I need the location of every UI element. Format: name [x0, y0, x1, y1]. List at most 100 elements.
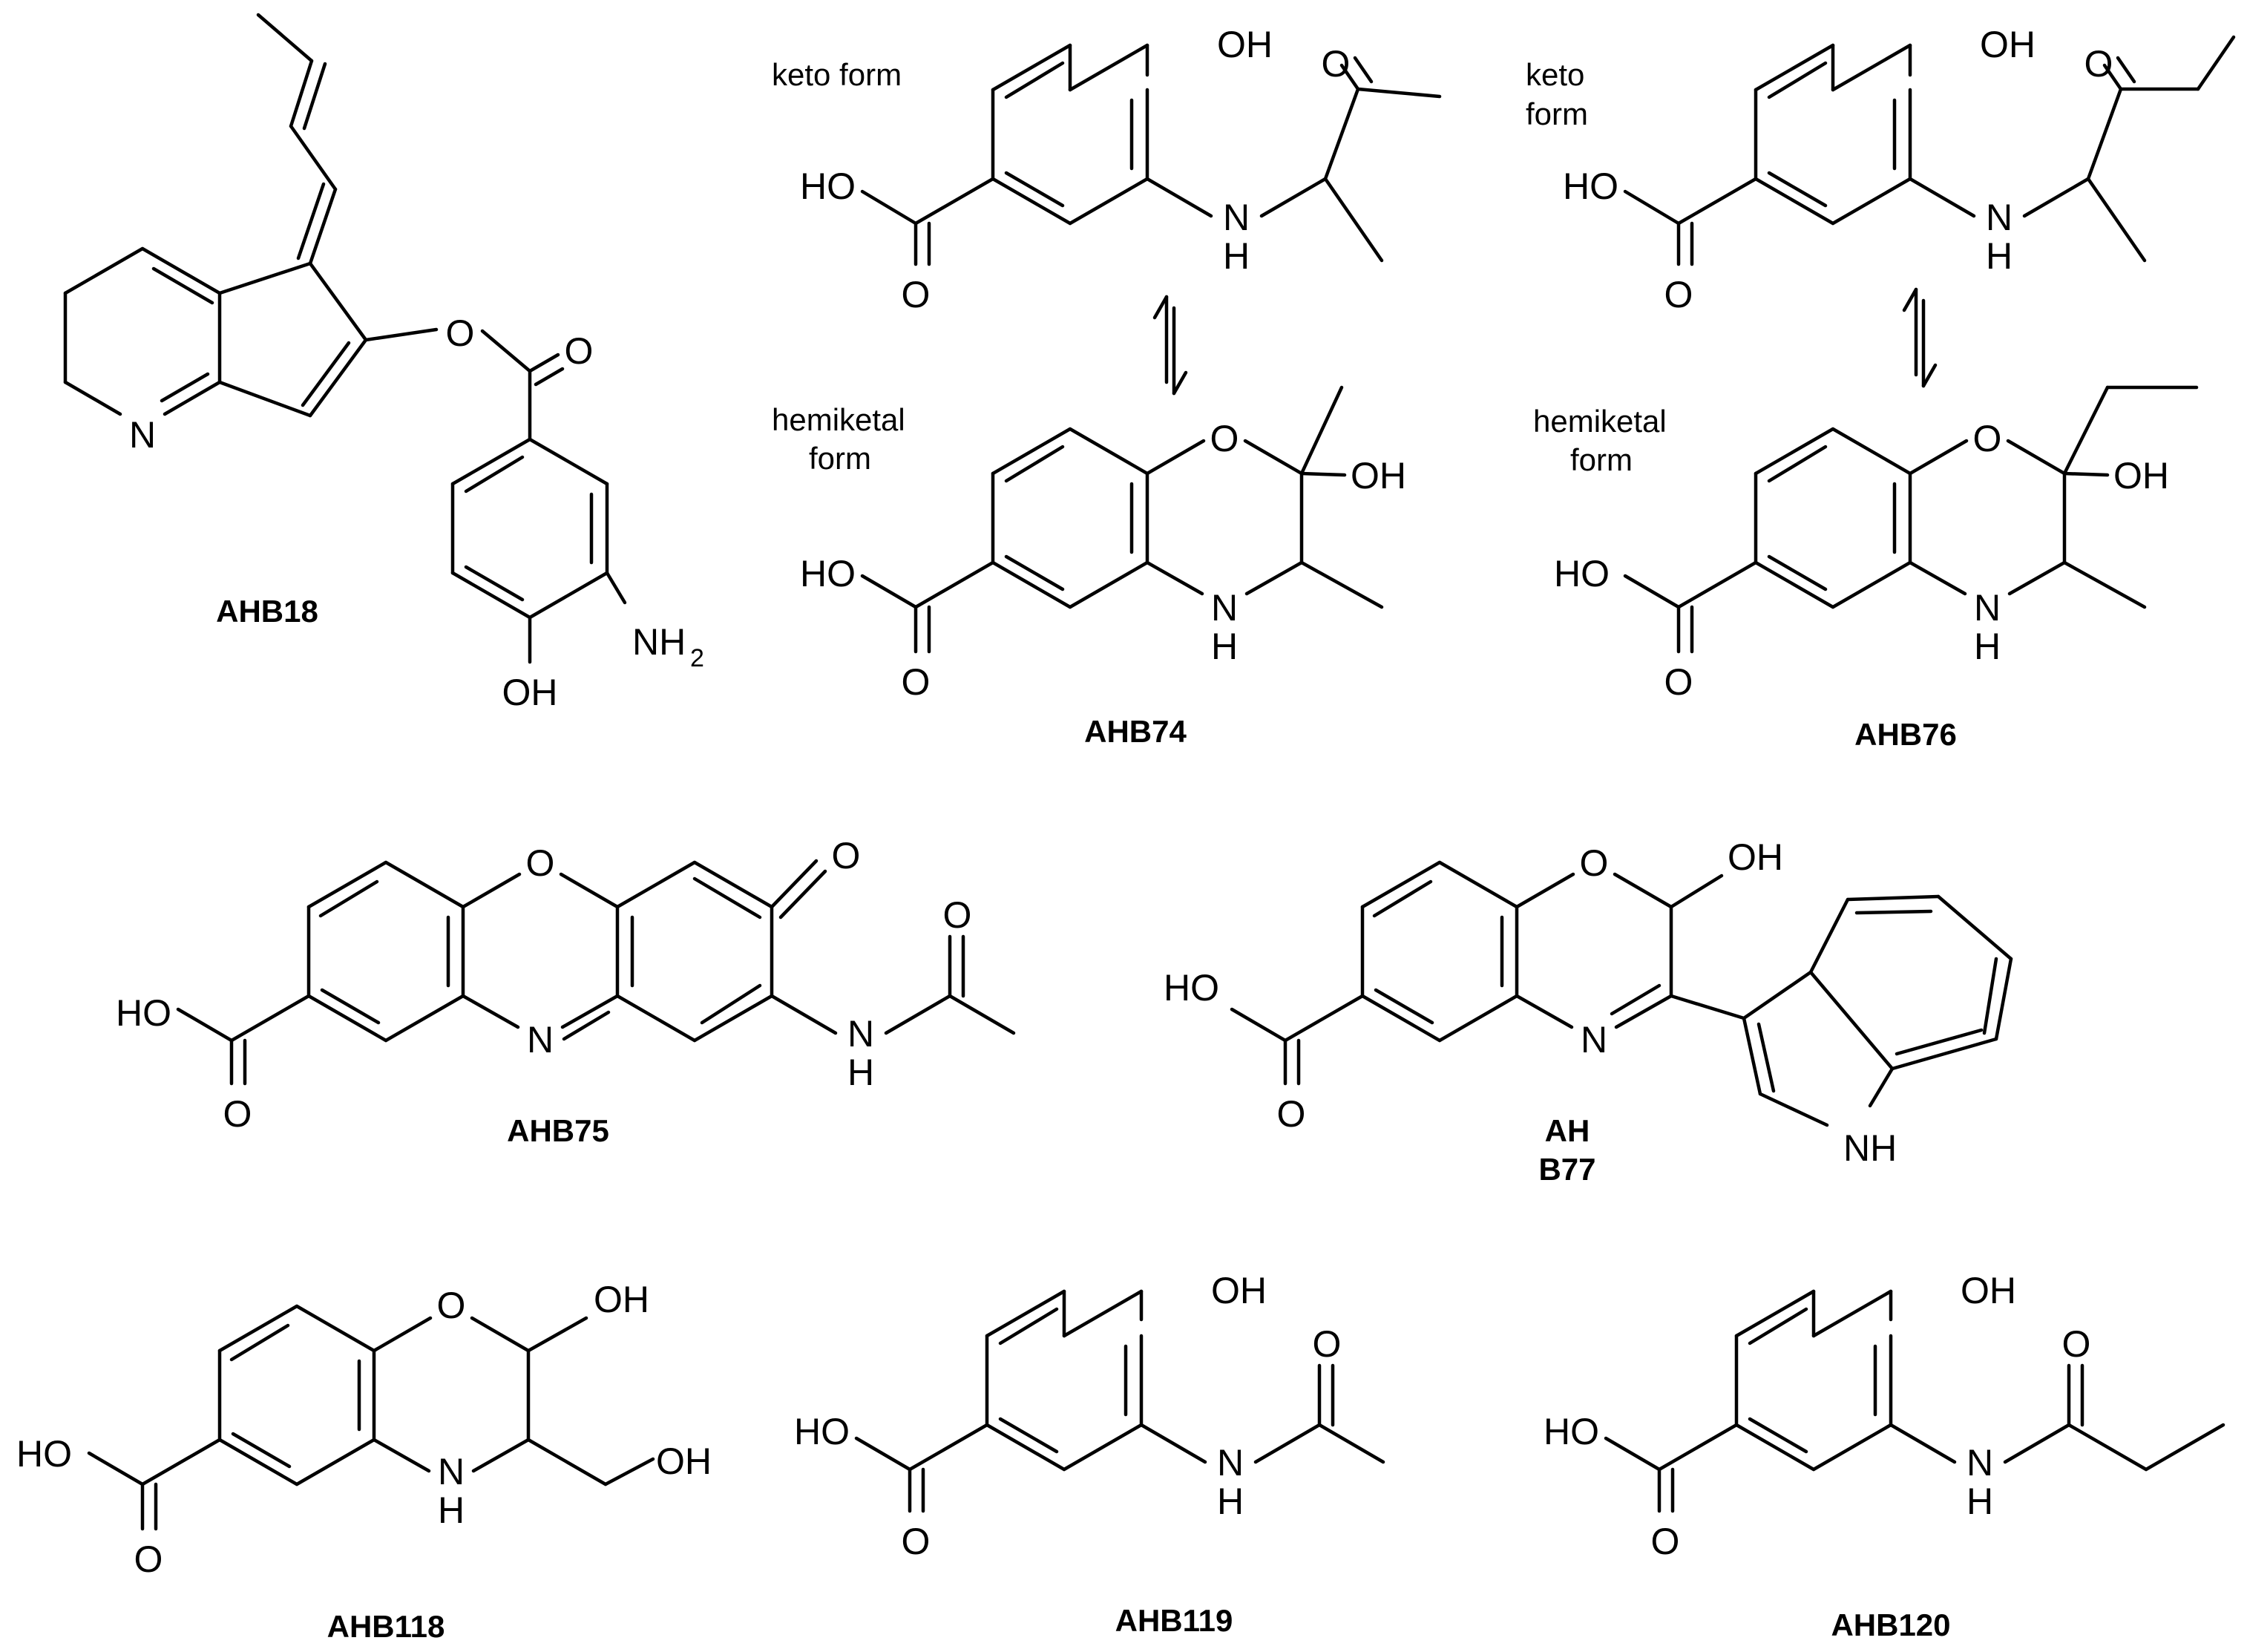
ahb77-hydroxyl-group: OH — [1728, 836, 1783, 878]
ahb119-hydroxyl-group: OH — [1211, 1270, 1267, 1311]
compound-ahb119: OH O HO N H O AHB119 — [794, 1270, 1385, 1638]
ahb18-ester-oxygen-atom: O — [446, 312, 475, 354]
ahb77-acid-hydroxyl: HO — [1164, 967, 1219, 1009]
ahb74-hemiketal-hydroxyl-group: OH — [1351, 455, 1406, 496]
ahb76-keto-amine-nitrogen: N — [1986, 197, 2013, 238]
ahb74-keto-hydroxyl-group: OH — [1217, 24, 1273, 65]
compound-ahb75: O O O HO N N H O AHB75 — [116, 835, 1016, 1148]
ahb119-acid-oxygen: O — [902, 1521, 931, 1562]
ahb75-amide-hydrogen: H — [847, 1052, 874, 1093]
ahb76-ketone-oxygen-atom: O — [2084, 43, 2113, 85]
ahb120-acid-oxygen: O — [1651, 1521, 1680, 1562]
ahb120-amide-nitrogen: N — [1966, 1442, 1993, 1484]
ahb118-bonds — [87, 1304, 655, 1531]
ahb18-nitrogen-atom: N — [129, 414, 156, 456]
ahb74-hemiketal-acid-oxygen: O — [902, 661, 931, 703]
ahb119-bonds — [854, 1289, 1385, 1513]
ahb74-ketone-oxygen-atom: O — [1322, 43, 1351, 85]
ahb74-compound-label: AHB74 — [1084, 714, 1187, 749]
ahb76-keto-amine-hydrogen: H — [1986, 235, 2013, 277]
ahb76-hemiketal-acid-hydroxyl: HO — [1554, 553, 1610, 594]
ahb18-amino-subscript: 2 — [690, 644, 704, 672]
ahb120-bonds — [1604, 1289, 2225, 1513]
ahb120-compound-label: AHB120 — [1831, 1607, 1950, 1642]
ahb18-hydroxyl-group: OH — [502, 672, 558, 713]
ahb120-amide-hydrogen: H — [1966, 1481, 1993, 1522]
ahb118-ring-oxygen: O — [437, 1285, 466, 1326]
ahb76-keto-acid-oxygen: O — [1664, 274, 1693, 315]
ahb75-keto-oxygen: O — [832, 835, 861, 876]
ahb74-keto-bonds — [860, 43, 1442, 266]
ahb119-amide-hydrogen: H — [1217, 1481, 1244, 1522]
ahb74-keto-amine-nitrogen: N — [1223, 197, 1250, 238]
ahb118-hydroxymethyl-oh: OH — [656, 1440, 712, 1482]
ahb75-amide-oxygen: O — [943, 894, 972, 936]
ahb76-hemiketal-ring-hydrogen: H — [1974, 626, 2001, 667]
ahb74-keto-form-label: keto form — [772, 57, 902, 92]
ahb18-bonds — [63, 13, 627, 664]
ahb76-keto-hydroxyl-group: OH — [1980, 24, 2036, 65]
ahb76-hemiketal-acid-oxygen: O — [1664, 661, 1693, 703]
ahb74-equilibrium-arrows — [1152, 295, 1188, 396]
ahb76-hemiketal-bonds — [1623, 385, 2199, 654]
ahb119-amide-nitrogen: N — [1217, 1442, 1244, 1484]
ahb118-hydroxyl-group: OH — [594, 1279, 649, 1320]
ahb18-compound-label: AHB18 — [216, 594, 318, 629]
compound-ahb74-keto: keto form OH O HO N H O — [772, 24, 1442, 315]
ahb74-hemiketal-acid-hydroxyl: HO — [800, 553, 856, 594]
ahb120-acid-hydroxyl: HO — [1544, 1411, 1599, 1452]
ahb75-acid-oxygen: O — [223, 1093, 252, 1135]
ahb76-hemiketal-hydroxyl-group: OH — [2113, 455, 2169, 496]
ahb76-compound-label: AHB76 — [1854, 717, 1957, 752]
ahb74-hemiketal-ring-nitrogen: N — [1211, 587, 1238, 629]
ahb76-hemiketal-ring-nitrogen: N — [1974, 587, 2001, 629]
ahb77-acid-oxygen: O — [1277, 1093, 1306, 1135]
compound-ahb76-hemiketal: hemiketal form O OH HO N H O AHB76 — [1533, 385, 2199, 752]
ahb74-hemiketal-form-label-line1: hemiketal — [772, 402, 905, 437]
ahb119-acid-hydroxyl: HO — [794, 1411, 850, 1452]
ahb18-amino-group: NH — [632, 621, 686, 663]
compound-ahb76-keto: keto form OH O HO N H O — [1526, 24, 2236, 315]
ahb77-compound-label-line1: AH — [1545, 1113, 1590, 1148]
ahb120-hydroxyl-group: OH — [1961, 1270, 2016, 1311]
ahb118-acid-oxygen: O — [134, 1538, 163, 1580]
ahb75-amide-nitrogen: N — [847, 1013, 874, 1055]
ahb76-keto-form-label-line1: keto — [1526, 57, 1584, 92]
ahb74-hemiketal-ring-oxygen: O — [1210, 418, 1239, 459]
ahb74-keto-acid-oxygen: O — [902, 274, 931, 315]
compound-ahb77: O OH HO N NH O AH B77 — [1164, 836, 2013, 1187]
compound-ahb74-hemiketal: hemiketal form O OH HO N H O AHB74 — [772, 385, 1406, 749]
ahb77-bonds — [1230, 860, 2013, 1127]
ahb120-amide-oxygen: O — [2062, 1323, 2091, 1365]
ahb75-ring-nitrogen: N — [527, 1019, 554, 1061]
ahb76-hemiketal-ring-oxygen: O — [1973, 418, 2002, 459]
ahb74-keto-acid-hydroxyl: HO — [800, 165, 856, 207]
ahb118-ring-nitrogen: N — [438, 1451, 465, 1492]
ahb74-hemiketal-ring-hydrogen: H — [1211, 626, 1238, 667]
ahb76-keto-bonds — [1623, 35, 2236, 266]
ahb75-acid-hydroxyl: HO — [116, 992, 171, 1034]
ahb118-ring-hydrogen: H — [438, 1489, 465, 1531]
ahb119-compound-label: AHB119 — [1115, 1603, 1233, 1638]
ahb74-keto-amine-hydrogen: H — [1223, 235, 1250, 277]
ahb75-compound-label: AHB75 — [507, 1113, 609, 1148]
ahb75-ring-oxygen: O — [526, 842, 555, 884]
ahb77-ring-nitrogen: N — [1581, 1019, 1607, 1061]
ahb77-indole-nitrogen: NH — [1843, 1127, 1897, 1169]
ahb76-equilibrium-arrows — [1902, 287, 1938, 388]
ahb75-bonds — [176, 859, 1016, 1086]
compound-ahb120: OH O HO N H O AHB120 — [1544, 1270, 2225, 1642]
ahb18-carbonyl-oxygen-atom: O — [565, 330, 594, 372]
ahb76-keto-acid-hydroxyl: HO — [1563, 165, 1618, 207]
ahb118-acid-hydroxyl: HO — [16, 1433, 72, 1475]
compound-ahb18: N O O NH 2 OH AHB18 — [63, 13, 704, 713]
ahb76-hemiketal-form-label-line2: form — [1570, 442, 1633, 477]
compound-ahb118: O OH HO N H OH O AHB118 — [16, 1279, 712, 1644]
ahb118-compound-label: AHB118 — [327, 1609, 445, 1644]
ahb119-amide-oxygen: O — [1313, 1323, 1342, 1365]
ahb74-hemiketal-form-label-line2: form — [809, 441, 871, 476]
ahb74-hemiketal-bonds — [860, 385, 1384, 654]
ahb76-hemiketal-form-label-line1: hemiketal — [1533, 404, 1667, 439]
